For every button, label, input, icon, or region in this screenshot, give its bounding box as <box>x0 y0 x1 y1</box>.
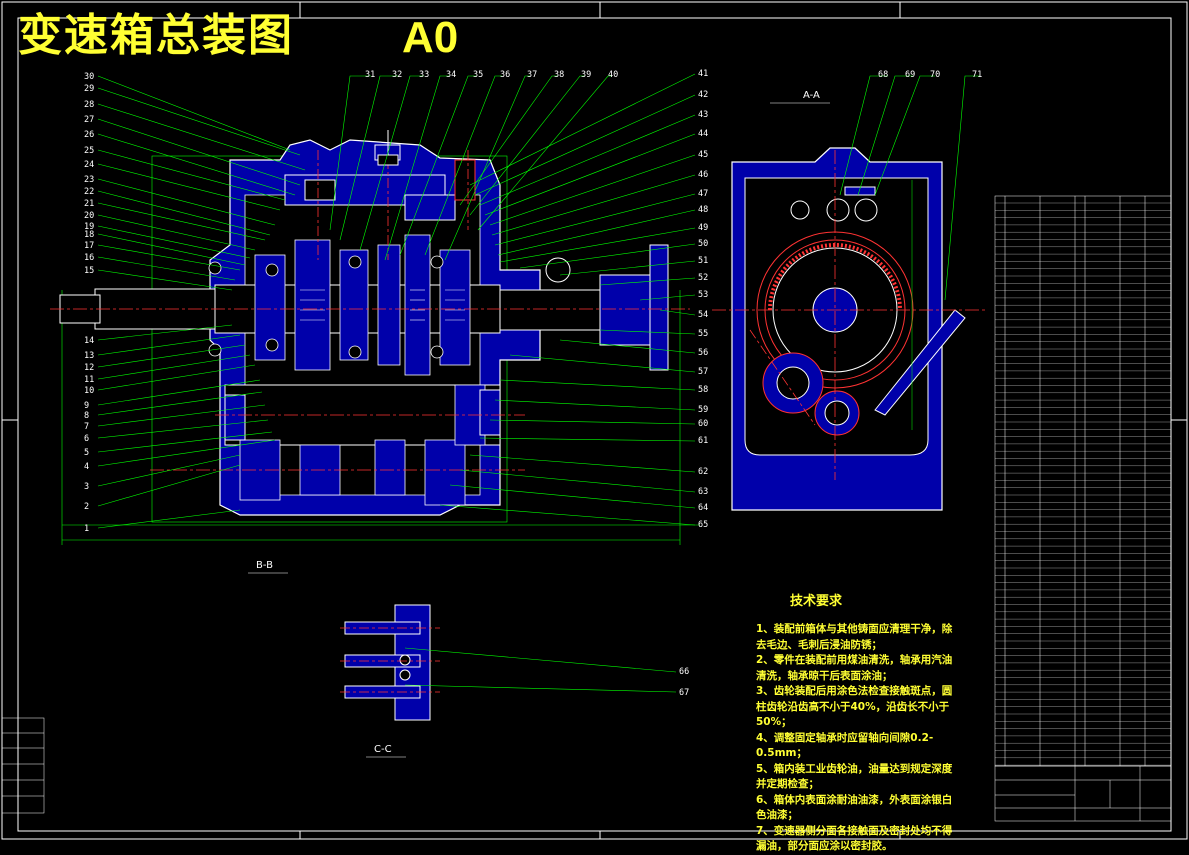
part-number-label: 43 <box>698 110 709 120</box>
part-number-label: 62 <box>698 467 709 477</box>
part-number-label: 48 <box>698 205 709 215</box>
requirement-item: 6、箱体内表面涂耐油油漆，外表面涂银白色油漆； <box>756 793 953 822</box>
part-number-label: 68 <box>878 70 889 80</box>
part-number-label: 15 <box>84 266 95 276</box>
part-number-label: 38 <box>554 70 565 80</box>
part-number-label: 5 <box>84 448 90 458</box>
part-number-label: 25 <box>84 146 95 156</box>
part-number-label: 7 <box>84 422 90 432</box>
inner-frame <box>17 17 1172 832</box>
part-number-label: 71 <box>972 70 983 80</box>
part-number-label: 27 <box>84 115 95 125</box>
drawing-title: 变速箱总装图 <box>18 10 294 61</box>
part-number-label: 70 <box>930 70 941 80</box>
part-number-label: 45 <box>698 150 709 160</box>
section-aa-view <box>712 102 985 511</box>
part-number-label: 28 <box>84 100 95 110</box>
requirement-item: 7、变速器侧分面各接触面及密封处均不得漏油，部分面应涂以密封胶。 <box>756 824 953 853</box>
part-number-label: 65 <box>698 520 709 530</box>
part-number-label: 33 <box>419 70 430 80</box>
requirement-item: 4、调整固定轴承时应留轴向间隙0.2-0.5mm； <box>756 731 934 760</box>
part-number-label: 59 <box>698 405 709 415</box>
part-number-label: 66 <box>679 667 690 677</box>
part-number-label: 46 <box>698 170 709 180</box>
left-leaders <box>97 75 306 529</box>
requirements-title: 技术要求 <box>790 594 843 609</box>
section-cc-view <box>340 604 677 758</box>
aa-leaders <box>839 75 980 301</box>
part-number-label: 2 <box>84 502 90 512</box>
part-number-label: 17 <box>84 241 95 251</box>
part-number-label: 29 <box>84 84 95 94</box>
part-number-label: 3 <box>84 482 90 492</box>
part-number-label: 22 <box>84 187 95 197</box>
part-number-label: 42 <box>698 90 709 100</box>
section-bb-label: B-B <box>256 560 273 571</box>
part-number-label: 11 <box>84 375 95 385</box>
part-number-label: 13 <box>84 351 95 361</box>
part-number-label: 18 <box>84 230 95 240</box>
part-number-label: 4 <box>84 462 90 472</box>
part-number-label: 47 <box>698 189 709 199</box>
part-number-label: 61 <box>698 436 709 446</box>
part-number-label: 64 <box>698 503 709 513</box>
part-number-label: 1 <box>84 524 90 534</box>
part-number-label: 52 <box>698 273 709 283</box>
part-number-label: 24 <box>84 160 95 170</box>
part-number-label: 26 <box>84 130 95 140</box>
parts-list-table <box>994 195 1172 822</box>
parts-table-rows <box>995 202 1171 766</box>
part-number-label: 32 <box>392 70 403 80</box>
section-cc-label: C-C <box>374 744 392 755</box>
part-number-label: 54 <box>698 310 709 320</box>
part-number-label: 31 <box>365 70 376 80</box>
part-number-label: 20 <box>84 211 95 221</box>
part-number-label: 50 <box>698 239 709 249</box>
part-number-label: 58 <box>698 385 709 395</box>
part-number-label: 37 <box>527 70 538 80</box>
part-number-label: 67 <box>679 688 690 698</box>
part-number-label: 51 <box>698 256 709 266</box>
part-number-label: 49 <box>698 223 709 233</box>
main-section-view <box>50 130 700 545</box>
part-number-label: 56 <box>698 348 709 358</box>
requirement-item: 2、零件在装配前用煤油清洗，轴承用汽油清洗，轴承晾干后表面涂油； <box>756 654 953 682</box>
part-number-label: 21 <box>84 199 95 209</box>
part-number-label: 41 <box>698 69 709 79</box>
part-number-label: 35 <box>473 70 484 80</box>
part-number-label: 8 <box>84 411 90 421</box>
right-leaders <box>439 73 696 526</box>
part-number-label: 6 <box>84 434 90 444</box>
part-number-label: 10 <box>84 386 95 396</box>
requirement-item: 1、装配前箱体与其他铸面应清理干净，除去毛边、毛刺后浸油防锈； <box>756 623 953 651</box>
part-number-label: 69 <box>905 70 916 80</box>
part-number-label: 44 <box>698 129 709 139</box>
part-number-label: 60 <box>698 419 709 429</box>
part-number-label: 30 <box>84 72 95 82</box>
sheet-size-label: A0 <box>402 13 459 62</box>
part-number-label: 19 <box>84 222 95 232</box>
outer-frame <box>1 1 1188 840</box>
part-number-label: 53 <box>698 290 709 300</box>
part-number-label: 57 <box>698 367 709 377</box>
part-number-label: 16 <box>84 253 95 263</box>
part-number-label: 14 <box>84 336 95 346</box>
part-number-label: 39 <box>581 70 592 80</box>
part-number-label: 23 <box>84 175 95 185</box>
part-number-label: 36 <box>500 70 511 80</box>
section-aa-label: A-A <box>803 90 820 101</box>
part-number-label: 34 <box>446 70 457 80</box>
part-number-label: 12 <box>84 363 95 373</box>
requirements-list: 1、装配前箱体与其他铸面应清理干净，除去毛边、毛刺后浸油防锈； 2、零件在装配前… <box>756 622 961 855</box>
requirement-item: 5、箱内装工业齿轮油，油量达到规定深度并定期检查； <box>756 762 953 791</box>
left-side-table <box>1 717 45 814</box>
part-number-label: 55 <box>698 329 709 339</box>
part-number-label: 40 <box>608 70 619 80</box>
top-leaders <box>329 75 612 261</box>
part-number-label: 63 <box>698 487 709 497</box>
requirement-item: 3、齿轮装配后用涂色法检查接触斑点，圆柱齿轮沿齿高不小于40%，沿齿长不小于50… <box>756 685 953 728</box>
part-number-label: 9 <box>84 401 90 411</box>
